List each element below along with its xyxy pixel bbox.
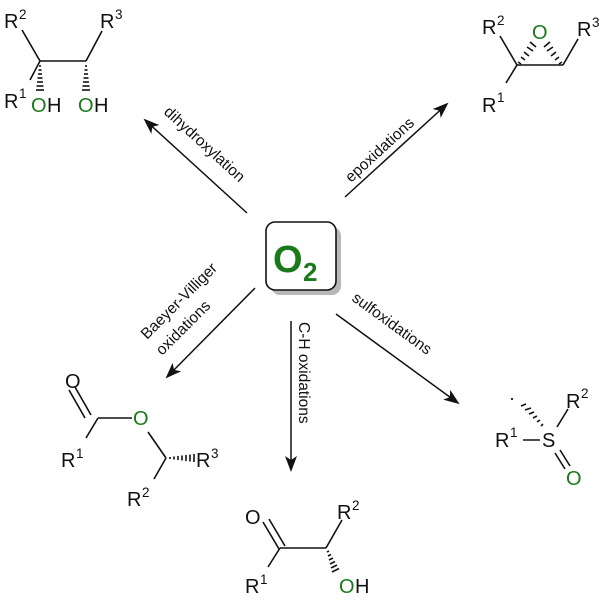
epoxide-product: O R 2 R 3 R 1: [482, 13, 600, 117]
bond: [556, 408, 569, 428]
oxygen-atom: O: [532, 22, 548, 44]
svg-text:2: 2: [19, 7, 27, 22]
svg-text:3: 3: [115, 7, 123, 22]
hashed-wedge: [36, 65, 44, 91]
r3-label: R: [100, 11, 114, 33]
r3-label: R: [196, 450, 210, 472]
oxygen-atom: O: [78, 95, 94, 117]
bond: [499, 35, 518, 66]
svg-text:H: H: [94, 95, 108, 117]
bond: [505, 64, 518, 84]
r2-label: R: [4, 11, 18, 33]
bond: [153, 457, 167, 480]
carbonyl-oxygen: O: [65, 371, 81, 393]
r1-label: R: [61, 450, 75, 472]
carbonyl-oxygen: O: [245, 507, 261, 529]
bond: [85, 30, 103, 62]
svg-text:1: 1: [497, 90, 505, 105]
svg-text:1: 1: [19, 86, 27, 101]
diol-product: R 2 R 3 R 1 O H O H: [4, 7, 123, 117]
r2-label: R: [337, 502, 351, 524]
r2-label: R: [127, 489, 141, 511]
bond: [74, 386, 92, 416]
baeyer-villiger-arrow: [165, 287, 256, 379]
r1-label: R: [4, 91, 18, 113]
bond: [325, 519, 343, 549]
bond: [68, 389, 86, 419]
sulfoxide-product: S R 1 R 2 O: [495, 386, 589, 490]
bond: [85, 417, 99, 439]
hashed-wedge: [520, 403, 544, 427]
label-ch-oxidations: C-H oxidations: [295, 322, 312, 424]
svg-text:2: 2: [581, 386, 589, 401]
hydroxyketone-product: O R 2 R 1 O H: [245, 498, 369, 598]
r2-label: R: [482, 17, 496, 39]
bond: [147, 431, 167, 459]
svg-text:1: 1: [260, 572, 268, 587]
o2-box: [265, 221, 337, 291]
svg-text:2: 2: [142, 485, 150, 500]
oxygen-atom: O: [566, 468, 582, 490]
o2-label: O: [273, 239, 303, 281]
bond: [562, 38, 579, 66]
r3-label: R: [577, 19, 591, 41]
svg-text:1: 1: [510, 425, 518, 440]
svg-text:H: H: [355, 576, 369, 598]
r1-label: R: [482, 95, 496, 117]
dihydroxylation-arrow: [143, 118, 248, 214]
bond: [268, 518, 286, 547]
r2-label: R: [566, 391, 580, 413]
label-epoxidations: epoxidations: [342, 114, 418, 186]
bond: [554, 452, 566, 470]
r1-label: R: [245, 576, 259, 598]
svg-text:1: 1: [76, 446, 84, 461]
sulfur-atom: S: [542, 430, 555, 452]
bond: [559, 449, 571, 467]
oxygen-atom: O: [339, 576, 355, 598]
ester-product: O O R 1 R 3 R 2: [61, 371, 219, 511]
svg-text:3: 3: [211, 446, 219, 461]
oxygen-atom: O: [31, 95, 47, 117]
wedge-tip: [510, 397, 514, 401]
hashed-wedge: [82, 65, 90, 91]
svg-text:3: 3: [592, 15, 600, 30]
bond: [262, 521, 280, 550]
hashed-wedge: [517, 41, 537, 65]
svg-text:2: 2: [352, 498, 360, 513]
label-sulfoxidations: sulfoxidations: [349, 289, 435, 358]
o2-subscript: 2: [303, 257, 317, 287]
epoxidation-arrow: [344, 102, 449, 198]
ester-oxygen: O: [133, 408, 149, 430]
bond: [29, 60, 41, 81]
svg-text:2: 2: [497, 13, 505, 28]
hashed-wedge: [169, 454, 195, 462]
svg-text:H: H: [47, 95, 61, 117]
r1-label: R: [495, 430, 509, 452]
hashed-wedge: [326, 550, 340, 573]
hashed-wedge: [543, 41, 563, 65]
bond: [267, 547, 281, 568]
bond: [21, 29, 41, 62]
sulfoxidation-arrow: [335, 313, 460, 405]
o2-center-box: O 2: [265, 221, 341, 295]
